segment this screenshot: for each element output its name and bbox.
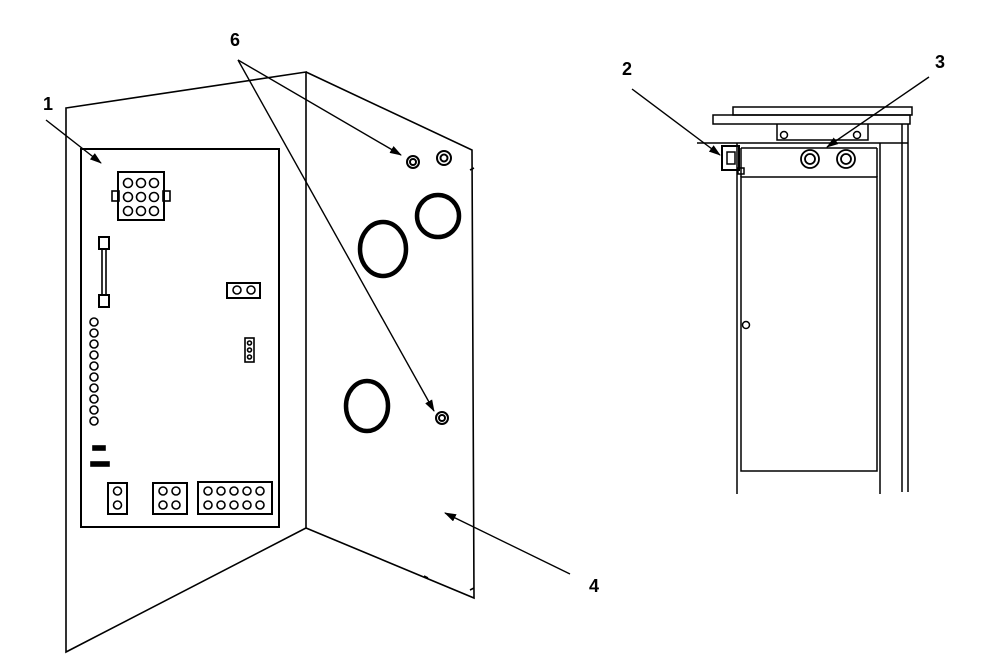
led-column <box>89 317 99 426</box>
open-enclosure <box>65 71 475 654</box>
knockout-large-2 <box>414 192 462 240</box>
mounting-nut-1 <box>406 155 420 169</box>
cabinet-body <box>65 71 307 654</box>
callout-4: 4 <box>589 576 599 596</box>
nine-pin-connector <box>111 171 171 221</box>
fuse-holder <box>98 236 110 308</box>
circuit-board <box>80 148 280 528</box>
leader-6a <box>237 59 402 156</box>
three-pin-header <box>244 337 255 363</box>
callout-6: 6 <box>230 30 240 50</box>
two-pin-connector <box>226 282 261 299</box>
callout-2: 2 <box>622 59 632 79</box>
side-view <box>697 106 913 494</box>
door-latch <box>741 320 751 330</box>
door-panel <box>305 71 475 600</box>
knockout-large-3 <box>343 378 391 434</box>
leader-4 <box>444 512 571 575</box>
callout-1: 1 <box>43 94 53 114</box>
leader-2 <box>631 88 721 156</box>
callout-labels: 1 6 4 2 3 <box>43 30 945 596</box>
leader-6b <box>237 59 435 412</box>
top-plate <box>732 106 913 116</box>
leader-3 <box>826 76 930 148</box>
terminal-block-10pin <box>197 481 273 515</box>
side-switch <box>721 145 745 175</box>
mounting-nut-2 <box>436 150 452 166</box>
terminal-block-2pin <box>107 482 128 515</box>
side-enclosure <box>740 176 878 472</box>
callout-3: 3 <box>935 52 945 72</box>
knockout-large-1 <box>357 219 409 279</box>
mounting-nut-3 <box>435 411 449 425</box>
leader-lines <box>45 59 930 575</box>
top-knockouts <box>800 149 856 169</box>
leader-1 <box>45 119 102 164</box>
terminal-block-4pin <box>152 482 188 515</box>
mounting-bracket <box>776 124 869 141</box>
